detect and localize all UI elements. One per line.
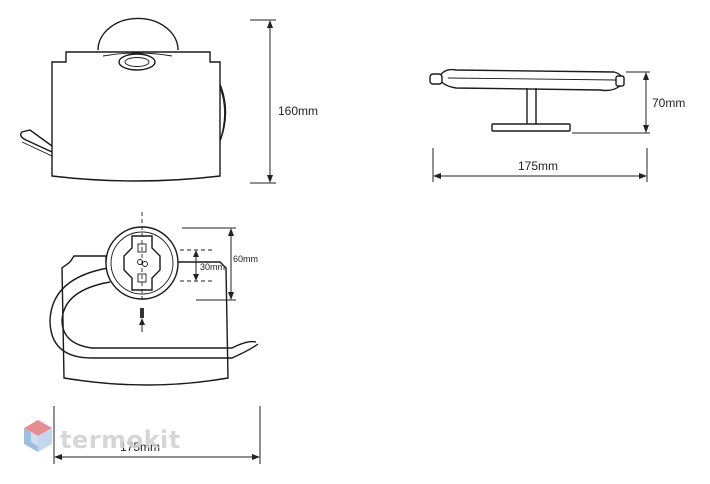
dim-mount-spacing: 60mm	[182, 227, 258, 301]
screw-icon	[139, 308, 145, 332]
back-hook-ring	[49, 267, 259, 359]
label-front-height: 160mm	[278, 104, 318, 118]
termokit-watermark: termokit	[24, 420, 181, 454]
label-bottom-width: 175mm	[120, 440, 160, 454]
label-side-width: 175mm	[518, 159, 558, 173]
side-base-plate	[491, 123, 571, 132]
back-cover	[61, 255, 229, 386]
dim-bottom-width: 175mm	[53, 406, 261, 464]
label-mount-spacing: 60mm	[233, 254, 258, 264]
dim-side-height: 70mm	[572, 71, 685, 134]
dim-mount-hole: 30mm	[180, 249, 225, 282]
front-knob	[118, 53, 156, 71]
cube-logo-icon	[24, 420, 52, 452]
dim-side-width: 175mm	[432, 148, 648, 182]
front-wall-disc	[97, 17, 179, 51]
label-side-height: 70mm	[652, 96, 685, 110]
label-mount-hole: 30mm	[200, 262, 225, 272]
side-view	[429, 68, 625, 132]
front-view	[19, 17, 227, 182]
dim-front-height: 160mm	[250, 19, 318, 184]
back-view	[49, 212, 259, 386]
watermark-text: termokit	[60, 426, 181, 454]
front-hook	[19, 129, 53, 153]
front-cover	[51, 51, 221, 182]
